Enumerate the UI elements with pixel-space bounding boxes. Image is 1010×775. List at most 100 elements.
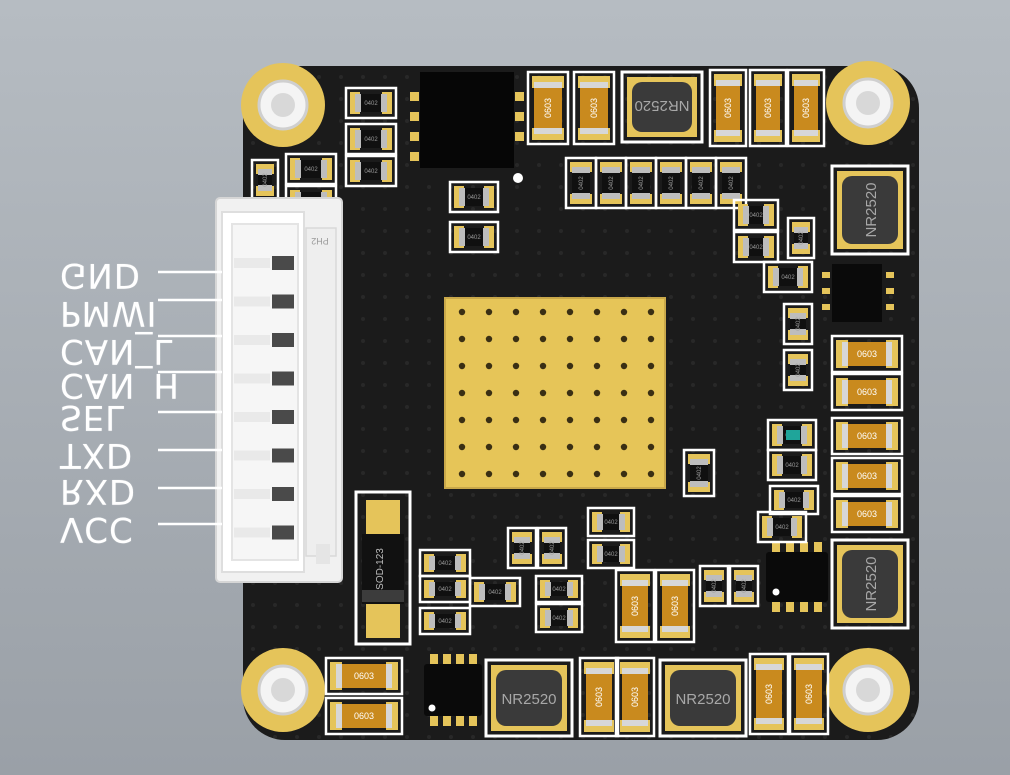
capacitor-0603: 0603 (614, 656, 656, 738)
thermal-via (566, 470, 574, 478)
resistor-0402: 0402 (344, 154, 398, 188)
resistor-marking: 0402 (488, 590, 502, 596)
mounting-hole-top-right (826, 61, 910, 145)
resistor-0402: 0402 (714, 156, 748, 210)
resistor-marking: 0402 (697, 466, 703, 480)
resistor-marking: 0402 (787, 498, 801, 504)
resistor-0402: 0402 (534, 602, 584, 634)
thermal-via (566, 416, 574, 424)
connector-pin-slot (234, 489, 270, 499)
resistor-0402: 0402 (418, 548, 472, 578)
resistor-marking: 0402 (467, 195, 481, 201)
inductor-marking: NR2520 (675, 691, 730, 708)
pin-label-txd: TXD (60, 435, 134, 475)
resistor-marking: 0402 (742, 579, 748, 593)
capacitor-0603: 0603 (788, 652, 830, 736)
resistor-marking: 0402 (604, 520, 618, 526)
thermal-via (620, 389, 628, 397)
thermal-via (485, 362, 493, 370)
resistor-marking: 0402 (604, 552, 618, 558)
thermal-via (512, 416, 520, 424)
mounting-hole-top-left (241, 63, 325, 147)
thermal-via (620, 362, 628, 370)
thermal-via (458, 470, 466, 478)
inductor-nr2520: NR2520 (484, 658, 574, 738)
capacitor-marking: 0603 (594, 687, 604, 707)
resistor-0402: 0402 (506, 526, 538, 570)
resistor-marking: 0402 (799, 231, 805, 245)
ph2-connector: PH2 (215, 197, 343, 583)
resistor-0402: 0402 (564, 156, 598, 210)
thermal-via (647, 362, 655, 370)
capacitor-marking: 0603 (589, 98, 599, 118)
diode-marking: SOD-123 (375, 548, 386, 590)
connector-pin-slot (234, 527, 270, 538)
capacitor-marking: 0603 (857, 387, 877, 397)
thermal-via (485, 389, 493, 397)
connector-pin (272, 294, 294, 309)
resistor-0402: 0402 (768, 484, 820, 516)
resistor-marking: 0402 (749, 245, 763, 251)
resistor-0402: 0402 (418, 574, 472, 604)
resistor-0402: 0402 (782, 348, 814, 392)
connector-pin (272, 333, 294, 347)
thermal-via (512, 443, 520, 451)
thermal-via (512, 362, 520, 370)
soic-ic-right (766, 542, 828, 612)
thermal-via (620, 416, 628, 424)
resistor-marking: 0402 (796, 317, 802, 331)
thermal-via (566, 443, 574, 451)
thermal-via (647, 308, 655, 316)
capacitor-marking: 0603 (763, 98, 773, 118)
capacitor-0603: 0603 (572, 70, 616, 146)
qfn-ic-right (822, 264, 894, 322)
pin-label-sel: SEL (60, 397, 126, 437)
thermal-via (512, 308, 520, 316)
capacitor-marking: 0603 (857, 349, 877, 359)
thermal-via (458, 362, 466, 370)
thermal-via (485, 470, 493, 478)
thermal-via (458, 389, 466, 397)
capacitor-0603: 0603 (830, 494, 904, 534)
thermal-via (539, 416, 547, 424)
capacitor-marking: 0603 (857, 509, 877, 519)
capacitor-0603: 0603 (830, 416, 904, 456)
resistor-marking: 0402 (438, 561, 452, 567)
mounting-hole-bottom-right (826, 648, 910, 732)
resistor-marking: 0402 (775, 525, 789, 531)
resistor-0402: 0402 (732, 198, 780, 232)
thermal-via (647, 389, 655, 397)
resistor-marking: 0402 (263, 173, 269, 187)
connector-pin-slot (234, 296, 270, 307)
resistor-marking: 0402 (785, 463, 799, 469)
thermal-via (620, 470, 628, 478)
connector-pin-slot (234, 335, 270, 345)
thermal-via (620, 335, 628, 343)
resistor-0402: 0402 (594, 156, 628, 210)
thermal-via (593, 470, 601, 478)
connector-pin (272, 410, 294, 424)
resistor-0402: 0402 (782, 302, 814, 346)
resistor-0402: 0402 (250, 158, 280, 202)
thermal-via (593, 308, 601, 316)
capacitor-0603: 0603 (830, 334, 904, 374)
connector-pin-slot (234, 258, 270, 268)
thermal-via (512, 389, 520, 397)
connector-pin (272, 525, 294, 540)
resistor-marking: 0402 (579, 176, 585, 190)
capacitor-0603: 0603 (614, 568, 656, 644)
resistor-marking: 0402 (712, 579, 718, 593)
resistor-0402: 0402 (682, 448, 716, 498)
thermal-via (485, 416, 493, 424)
inductor-marking: NR2520 (501, 691, 556, 708)
pin-label-gnd: GND (60, 255, 141, 295)
capacitor-0603: 0603 (324, 656, 404, 696)
resistor-0402: 0402 (344, 122, 398, 156)
connector-pin-slot (234, 412, 270, 422)
thermal-via (620, 443, 628, 451)
thermal-via (593, 362, 601, 370)
capacitor-marking: 0603 (630, 596, 640, 616)
resistor-0402: 0402 (418, 606, 472, 636)
resistor-marking: 0402 (699, 176, 705, 190)
pin-label-vcc: VCC (60, 509, 134, 549)
